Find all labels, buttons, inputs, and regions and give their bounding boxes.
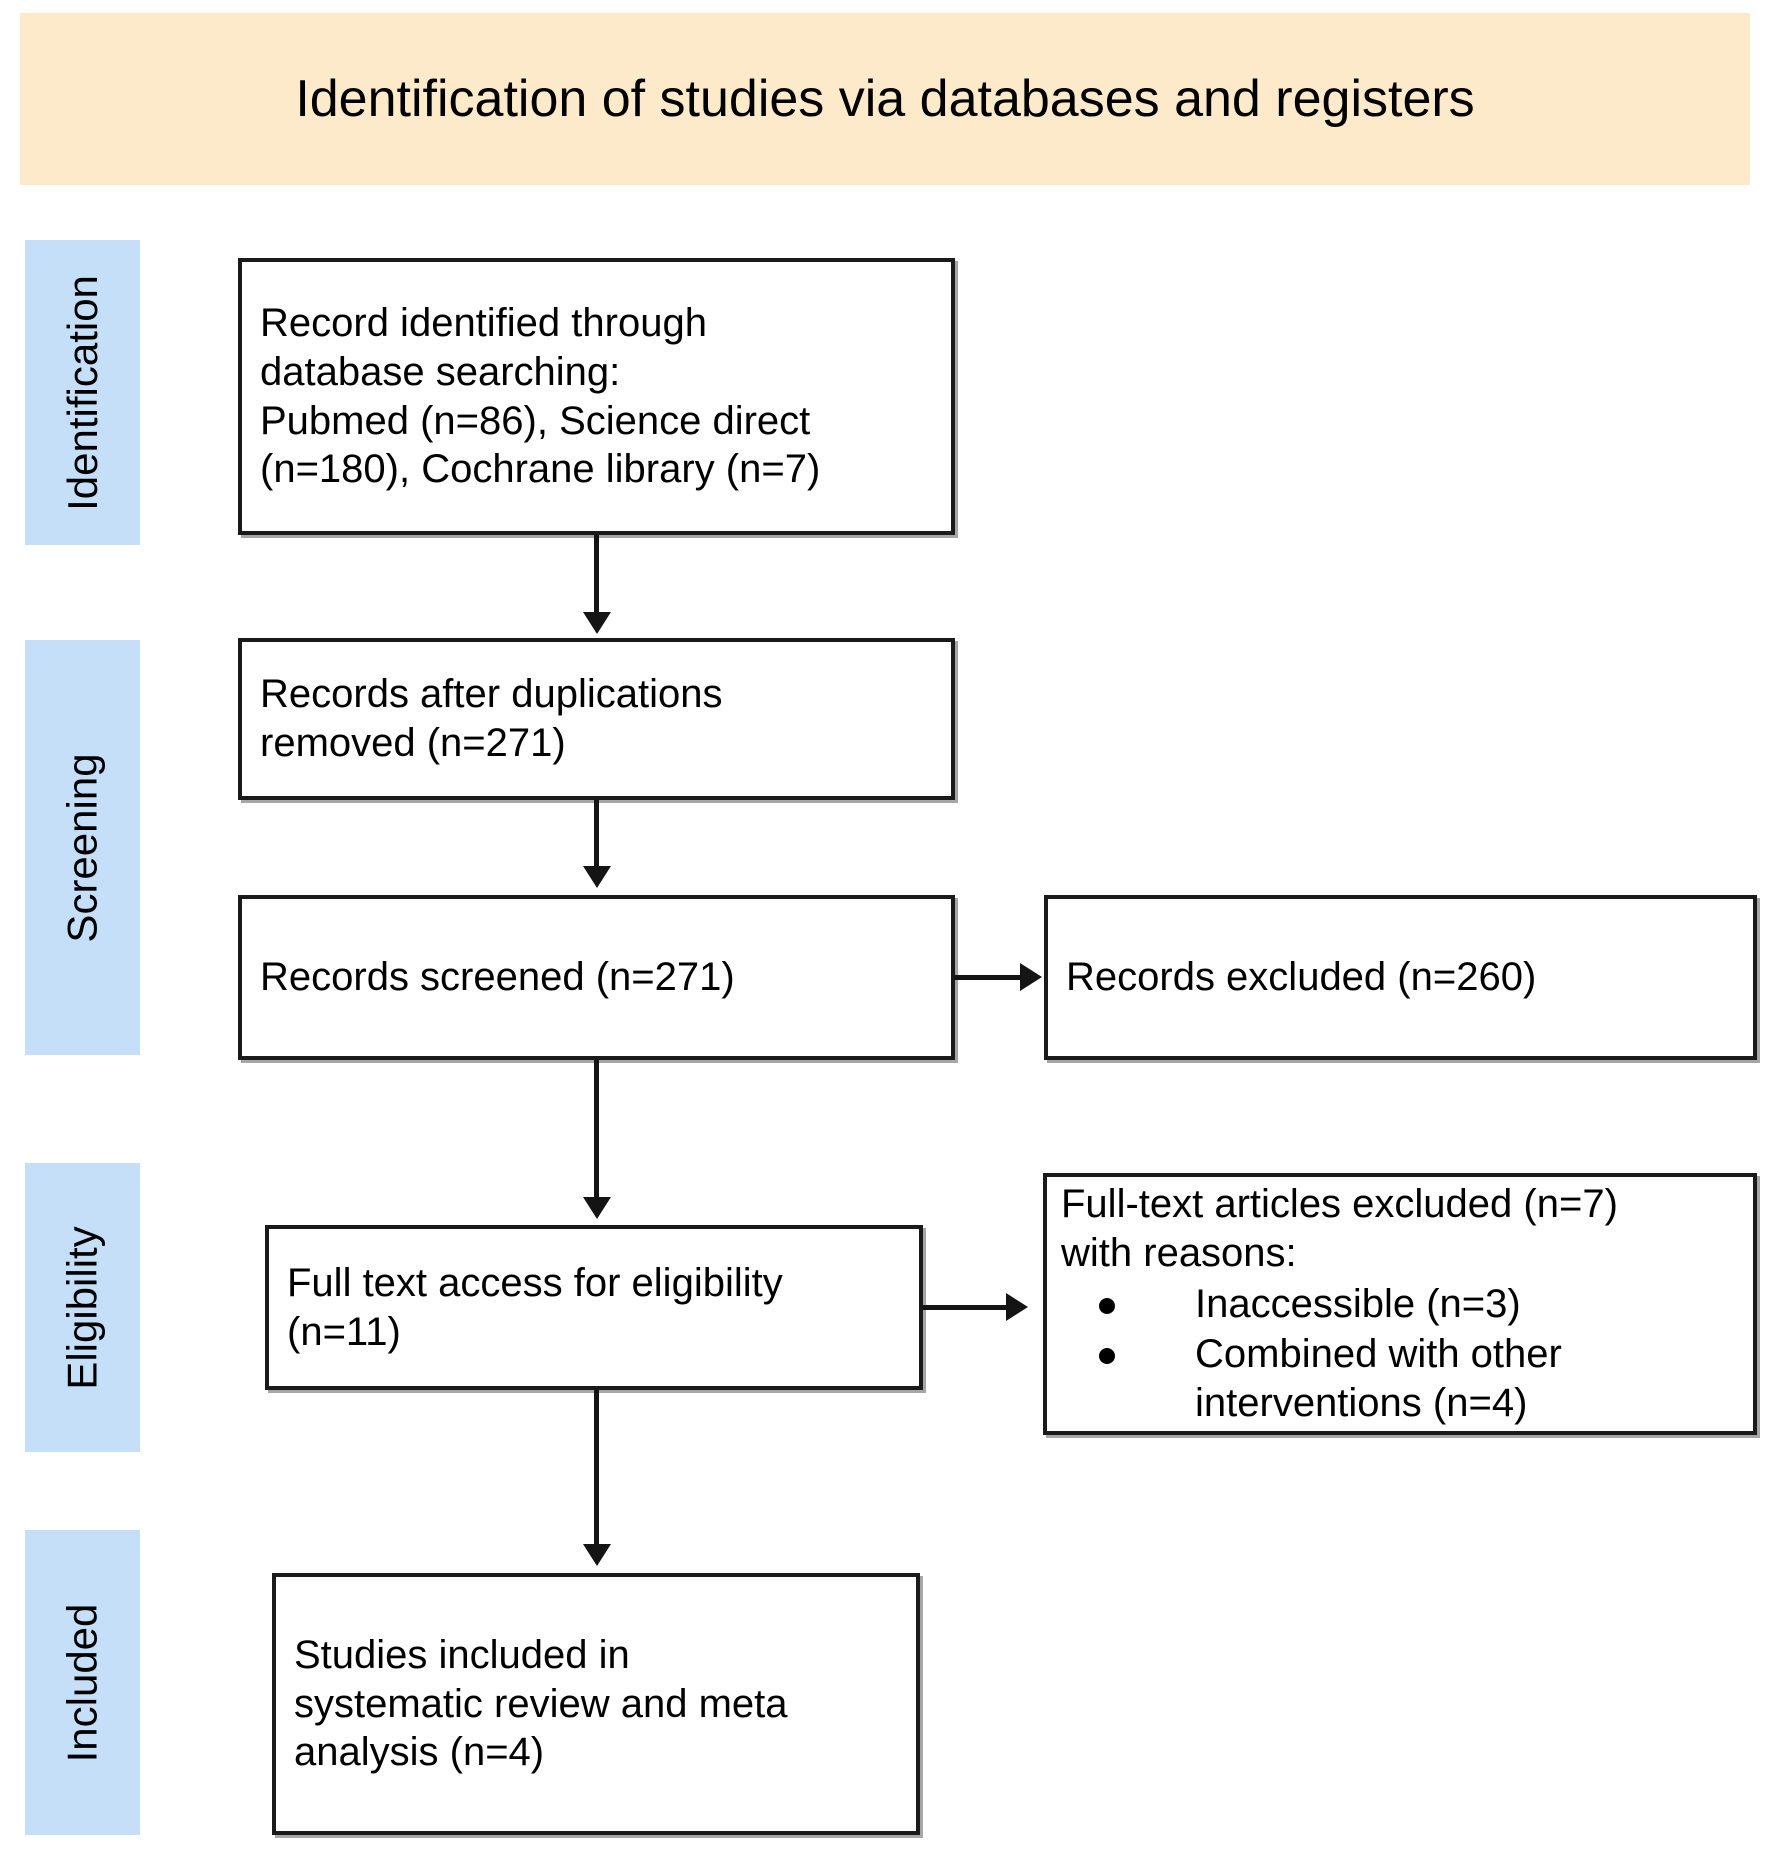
stage-label-included: Included (58, 1603, 106, 1762)
flow-box-records-excluded: Records excluded (n=260) (1044, 895, 1757, 1060)
connector-screened-to-eligibility (594, 1060, 599, 1202)
arrow-down-icon (583, 612, 611, 634)
arrow-down-icon (583, 866, 611, 888)
stage-band-included: Included (25, 1530, 140, 1835)
bullet-icon (1099, 1297, 1115, 1314)
arrow-right-icon (1006, 1293, 1028, 1321)
exclusion-reason-list: Inaccessible (n=3) Combined with other i… (1047, 1278, 1753, 1428)
connector-eligibility-to-fulltext-excluded (923, 1305, 1013, 1310)
arrow-right-icon (1020, 963, 1042, 991)
arrow-down-icon (583, 1544, 611, 1566)
flow-box-fulltext-eligibility: Full text access for eligibility (n=11) (265, 1225, 923, 1390)
flow-box-fulltext-eligibility-text: Full text access for eligibility (n=11) (287, 1260, 783, 1354)
flow-box-fulltext-excluded-heading: Full-text articles excluded (n=7) with r… (1061, 1182, 1618, 1275)
stage-band-identification: Identification (25, 240, 140, 545)
flow-box-records-excluded-text: Records excluded (n=260) (1066, 955, 1537, 1000)
flow-box-fulltext-excluded: Full-text articles excluded (n=7) with r… (1043, 1173, 1757, 1435)
flow-box-records-screened: Records screened (n=271) (238, 895, 955, 1060)
connector-screened-to-records-excluded (955, 975, 1027, 980)
arrow-down-icon (583, 1197, 611, 1219)
list-item: Combined with other interventions (n=4) (1047, 1330, 1753, 1428)
flow-box-duplicates-removed: Records after duplications removed (n=27… (238, 638, 955, 800)
connector-eligibility-to-included (594, 1390, 599, 1548)
stage-label-screening: Screening (58, 752, 106, 943)
flow-box-records-screened-text: Records screened (n=271) (260, 955, 735, 1000)
stage-band-eligibility: Eligibility (25, 1163, 140, 1452)
stage-label-eligibility: Eligibility (58, 1225, 106, 1390)
connector-duplicates-to-screened (594, 800, 599, 870)
exclusion-reason-text: Inaccessible (n=3) (1195, 1281, 1521, 1326)
flow-box-duplicates-removed-text: Records after duplications removed (n=27… (260, 672, 723, 765)
stage-band-screening: Screening (25, 640, 140, 1055)
flow-box-records-identified-text: Record identified through database searc… (260, 300, 821, 492)
list-item: Inaccessible (n=3) (1047, 1280, 1753, 1329)
connector-identified-to-duplicates (594, 535, 599, 617)
stage-label-identification: Identification (58, 274, 106, 511)
flow-box-studies-included-text: Studies included in systematic review an… (294, 1632, 788, 1775)
flow-box-records-identified: Record identified through database searc… (238, 258, 955, 535)
page-title: Identification of studies via databases … (295, 70, 1475, 128)
flow-box-studies-included: Studies included in systematic review an… (272, 1573, 920, 1835)
exclusion-reason-text: Combined with other interventions (n=4) (1195, 1332, 1562, 1426)
header-banner: Identification of studies via databases … (20, 13, 1750, 185)
bullet-icon (1099, 1348, 1115, 1365)
